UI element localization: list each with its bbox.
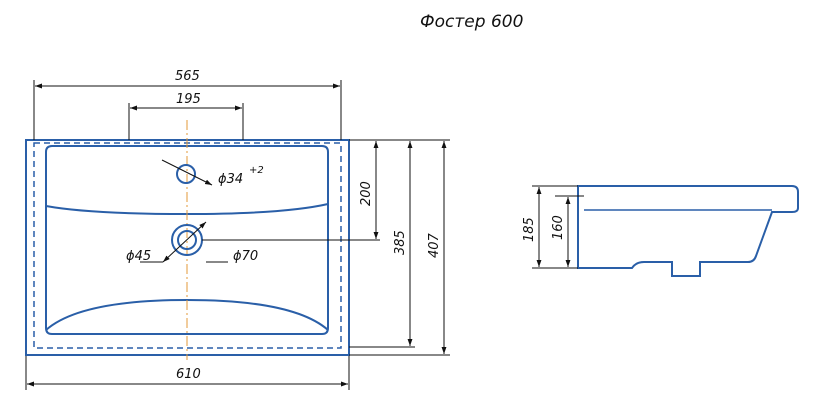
dim-drain-inner: ϕ45 [126,249,151,264]
sink-hidden-outline [33,142,342,349]
dim-depth-outer: 407 [427,232,442,258]
dim-tap-hole: ϕ34 [218,172,243,187]
side-profile [577,185,799,277]
dim-bowl-height: 160 [551,215,566,240]
dim-width-inner: 565 [175,69,200,84]
side-view: 185 160 [522,185,799,277]
sink-bowl-outline [45,145,329,335]
tap-hole [176,164,196,184]
plan-view: 610 565 195 ϕ34 +2 ϕ45 ϕ70 200 385 [25,69,450,390]
drawing-title: Фостер 600 [420,12,523,32]
leader-tap-hole [161,159,213,186]
dim-drain-outer: ϕ70 [233,249,258,264]
dim-width-outer: 610 [176,367,201,382]
dim-depth-inner: 385 [393,230,408,255]
dim-tap-hole-tolerance: +2 [249,165,264,176]
dim-tap-spacing: 195 [176,92,201,107]
leader-drain [162,221,207,263]
dim-total-height: 185 [522,217,537,242]
dim-tap-to-drain: 200 [359,181,374,206]
